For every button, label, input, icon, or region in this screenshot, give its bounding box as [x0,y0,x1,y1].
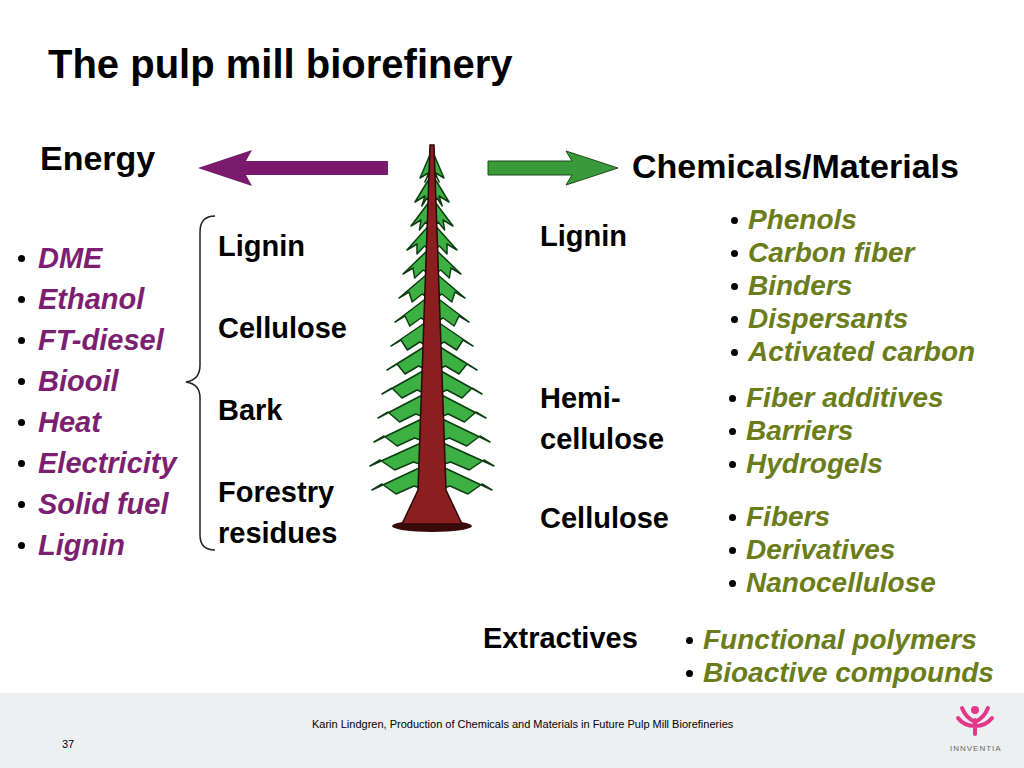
source-label: Lignin [540,216,627,257]
material-item: Derivatives [746,533,895,567]
logo-dot [971,706,979,714]
source-label: Bark [218,390,283,431]
energy-item: DME [38,241,102,275]
material-item: Dispersants [748,302,908,336]
list-bullet [729,395,736,402]
list-bullet [18,337,25,344]
list-bullet [686,670,693,677]
bracket [186,216,215,550]
list-bullet [18,419,25,426]
page-number: 37 [62,737,74,751]
list-bullet [729,514,736,521]
list-bullet [731,283,738,290]
category-heading: Energy [40,138,155,178]
material-item: Nanocellulose [746,566,936,600]
company-logo [940,700,1010,750]
material-item: Fibers [746,500,830,534]
list-bullet [18,378,25,385]
list-bullet [729,547,736,554]
citation-text: Karin Lindgren, Production of Chemicals … [312,717,733,731]
source-label: Extractives [483,618,638,659]
material-item: Hydrogels [746,447,883,481]
list-bullet [731,217,738,224]
tree-trunk [402,145,462,524]
energy-item: Biooil [38,364,119,398]
source-label: Hemi- cellulose [540,378,690,460]
list-bullet [18,296,25,303]
diagram-title: The pulp mill biorefinery [48,40,513,88]
energy-item: Ethanol [38,282,144,316]
material-item: Fiber additives [746,381,944,415]
material-item: Barriers [746,414,853,448]
list-bullet [731,349,738,356]
list-bullet [731,316,738,323]
list-bullet [729,461,736,468]
material-item: Phenols [748,203,857,237]
source-label: Cellulose [218,308,347,349]
energy-item: Lignin [38,528,125,562]
list-bullet [18,501,25,508]
list-bullet [18,460,25,467]
list-bullet [729,428,736,435]
energy-item: FT-diesel [38,323,164,357]
energy-arrow [198,150,388,186]
list-bullet [729,580,736,587]
source-label: Lignin [218,226,305,267]
material-item: Bioactive compounds [703,656,994,690]
energy-item: Electricity [38,446,177,480]
material-item: Carbon fiber [748,236,914,270]
material-item: Functional polymers [703,623,977,657]
source-label: Forestry residues [218,472,378,554]
material-item: Activated carbon [748,335,975,369]
energy-item: Solid fuel [38,487,169,521]
list-bullet [18,542,25,549]
source-label: Cellulose [540,498,669,539]
list-bullet [731,250,738,257]
logo-text: INNVENTIA [950,744,1002,754]
energy-item: Heat [38,405,101,439]
category-heading: Chemicals/Materials [632,146,959,186]
materials-arrow [488,151,618,185]
list-bullet [18,255,25,262]
footer-band: Karin Lindgren, Production of Chemicals … [0,693,1024,768]
material-item: Binders [748,269,852,303]
list-bullet [686,637,693,644]
